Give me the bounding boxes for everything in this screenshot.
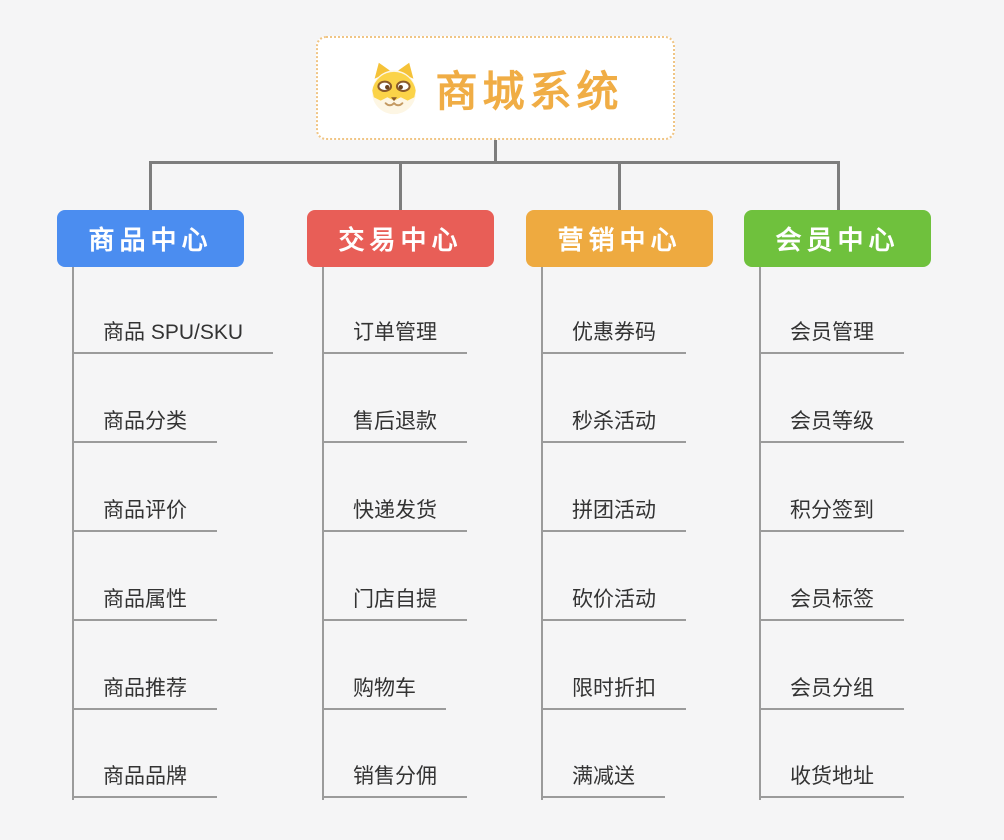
root-title: 商城系统: [435, 67, 624, 115]
column-line: [759, 267, 761, 800]
leaf-node[interactable]: 门店自提: [322, 588, 467, 621]
leaf-node[interactable]: 销售分佣: [322, 765, 467, 798]
leaf-node[interactable]: 商品品牌: [72, 765, 217, 798]
branch-column-trade: 交易中心 订单管理 售后退款 快递发货 门店自提 购物车 销售分佣: [307, 210, 567, 835]
leaf-node[interactable]: 砍价活动: [541, 588, 686, 621]
leaf-node[interactable]: 优惠券码: [541, 321, 686, 354]
leaf-node[interactable]: 商品属性: [72, 588, 217, 621]
leaf-node[interactable]: 商品推荐: [72, 677, 217, 710]
leaf-node[interactable]: 订单管理: [322, 321, 467, 354]
column-line: [541, 267, 543, 800]
branch-column-product: 商品中心 商品 SPU/SKU 商品分类 商品评价 商品属性 商品推荐 商品品牌: [57, 210, 317, 835]
branch-column-member: 会员中心 会员管理 会员等级 积分签到 会员标签 会员分组 收货地址: [744, 210, 1004, 835]
connector-drop-trade: [399, 161, 402, 210]
leaf-node[interactable]: 购物车: [322, 677, 446, 710]
leaf-node[interactable]: 快递发货: [322, 499, 467, 532]
branch-node-trade[interactable]: 交易中心: [307, 210, 494, 267]
leaf-node[interactable]: 收货地址: [759, 765, 904, 798]
dog-face-icon: [372, 62, 417, 115]
leaf-node[interactable]: 限时折扣: [541, 677, 686, 710]
connector-drop-marketing: [618, 161, 621, 210]
leaf-node[interactable]: 满减送: [541, 765, 665, 798]
leaf-node[interactable]: 秒杀活动: [541, 410, 686, 443]
branch-node-marketing[interactable]: 营销中心: [526, 210, 713, 267]
branch-column-marketing: 营销中心 优惠券码 秒杀活动 拼团活动 砍价活动 限时折扣 满减送: [526, 210, 786, 835]
column-line: [322, 267, 324, 800]
leaf-node[interactable]: 商品 SPU/SKU: [72, 321, 274, 354]
leaf-node[interactable]: 售后退款: [322, 410, 467, 443]
leaf-node[interactable]: 商品分类: [72, 410, 217, 443]
branch-node-product[interactable]: 商品中心: [57, 210, 244, 267]
connector-horizontal-bar: [149, 161, 840, 164]
leaf-node[interactable]: 会员分组: [759, 677, 904, 710]
connector-drop-member: [837, 161, 840, 210]
leaf-node[interactable]: 拼团活动: [541, 499, 686, 532]
branch-node-member[interactable]: 会员中心: [744, 210, 931, 267]
leaf-node[interactable]: 会员管理: [759, 321, 904, 354]
connector-root-stem: [494, 140, 497, 163]
leaf-node[interactable]: 积分签到: [759, 499, 904, 532]
root-node[interactable]: 商城系统: [316, 36, 675, 140]
leaf-node[interactable]: 商品评价: [72, 499, 217, 532]
column-line: [72, 267, 74, 800]
leaf-node[interactable]: 会员标签: [759, 588, 904, 621]
leaf-node[interactable]: 会员等级: [759, 410, 904, 443]
connector-drop-product: [149, 161, 152, 210]
